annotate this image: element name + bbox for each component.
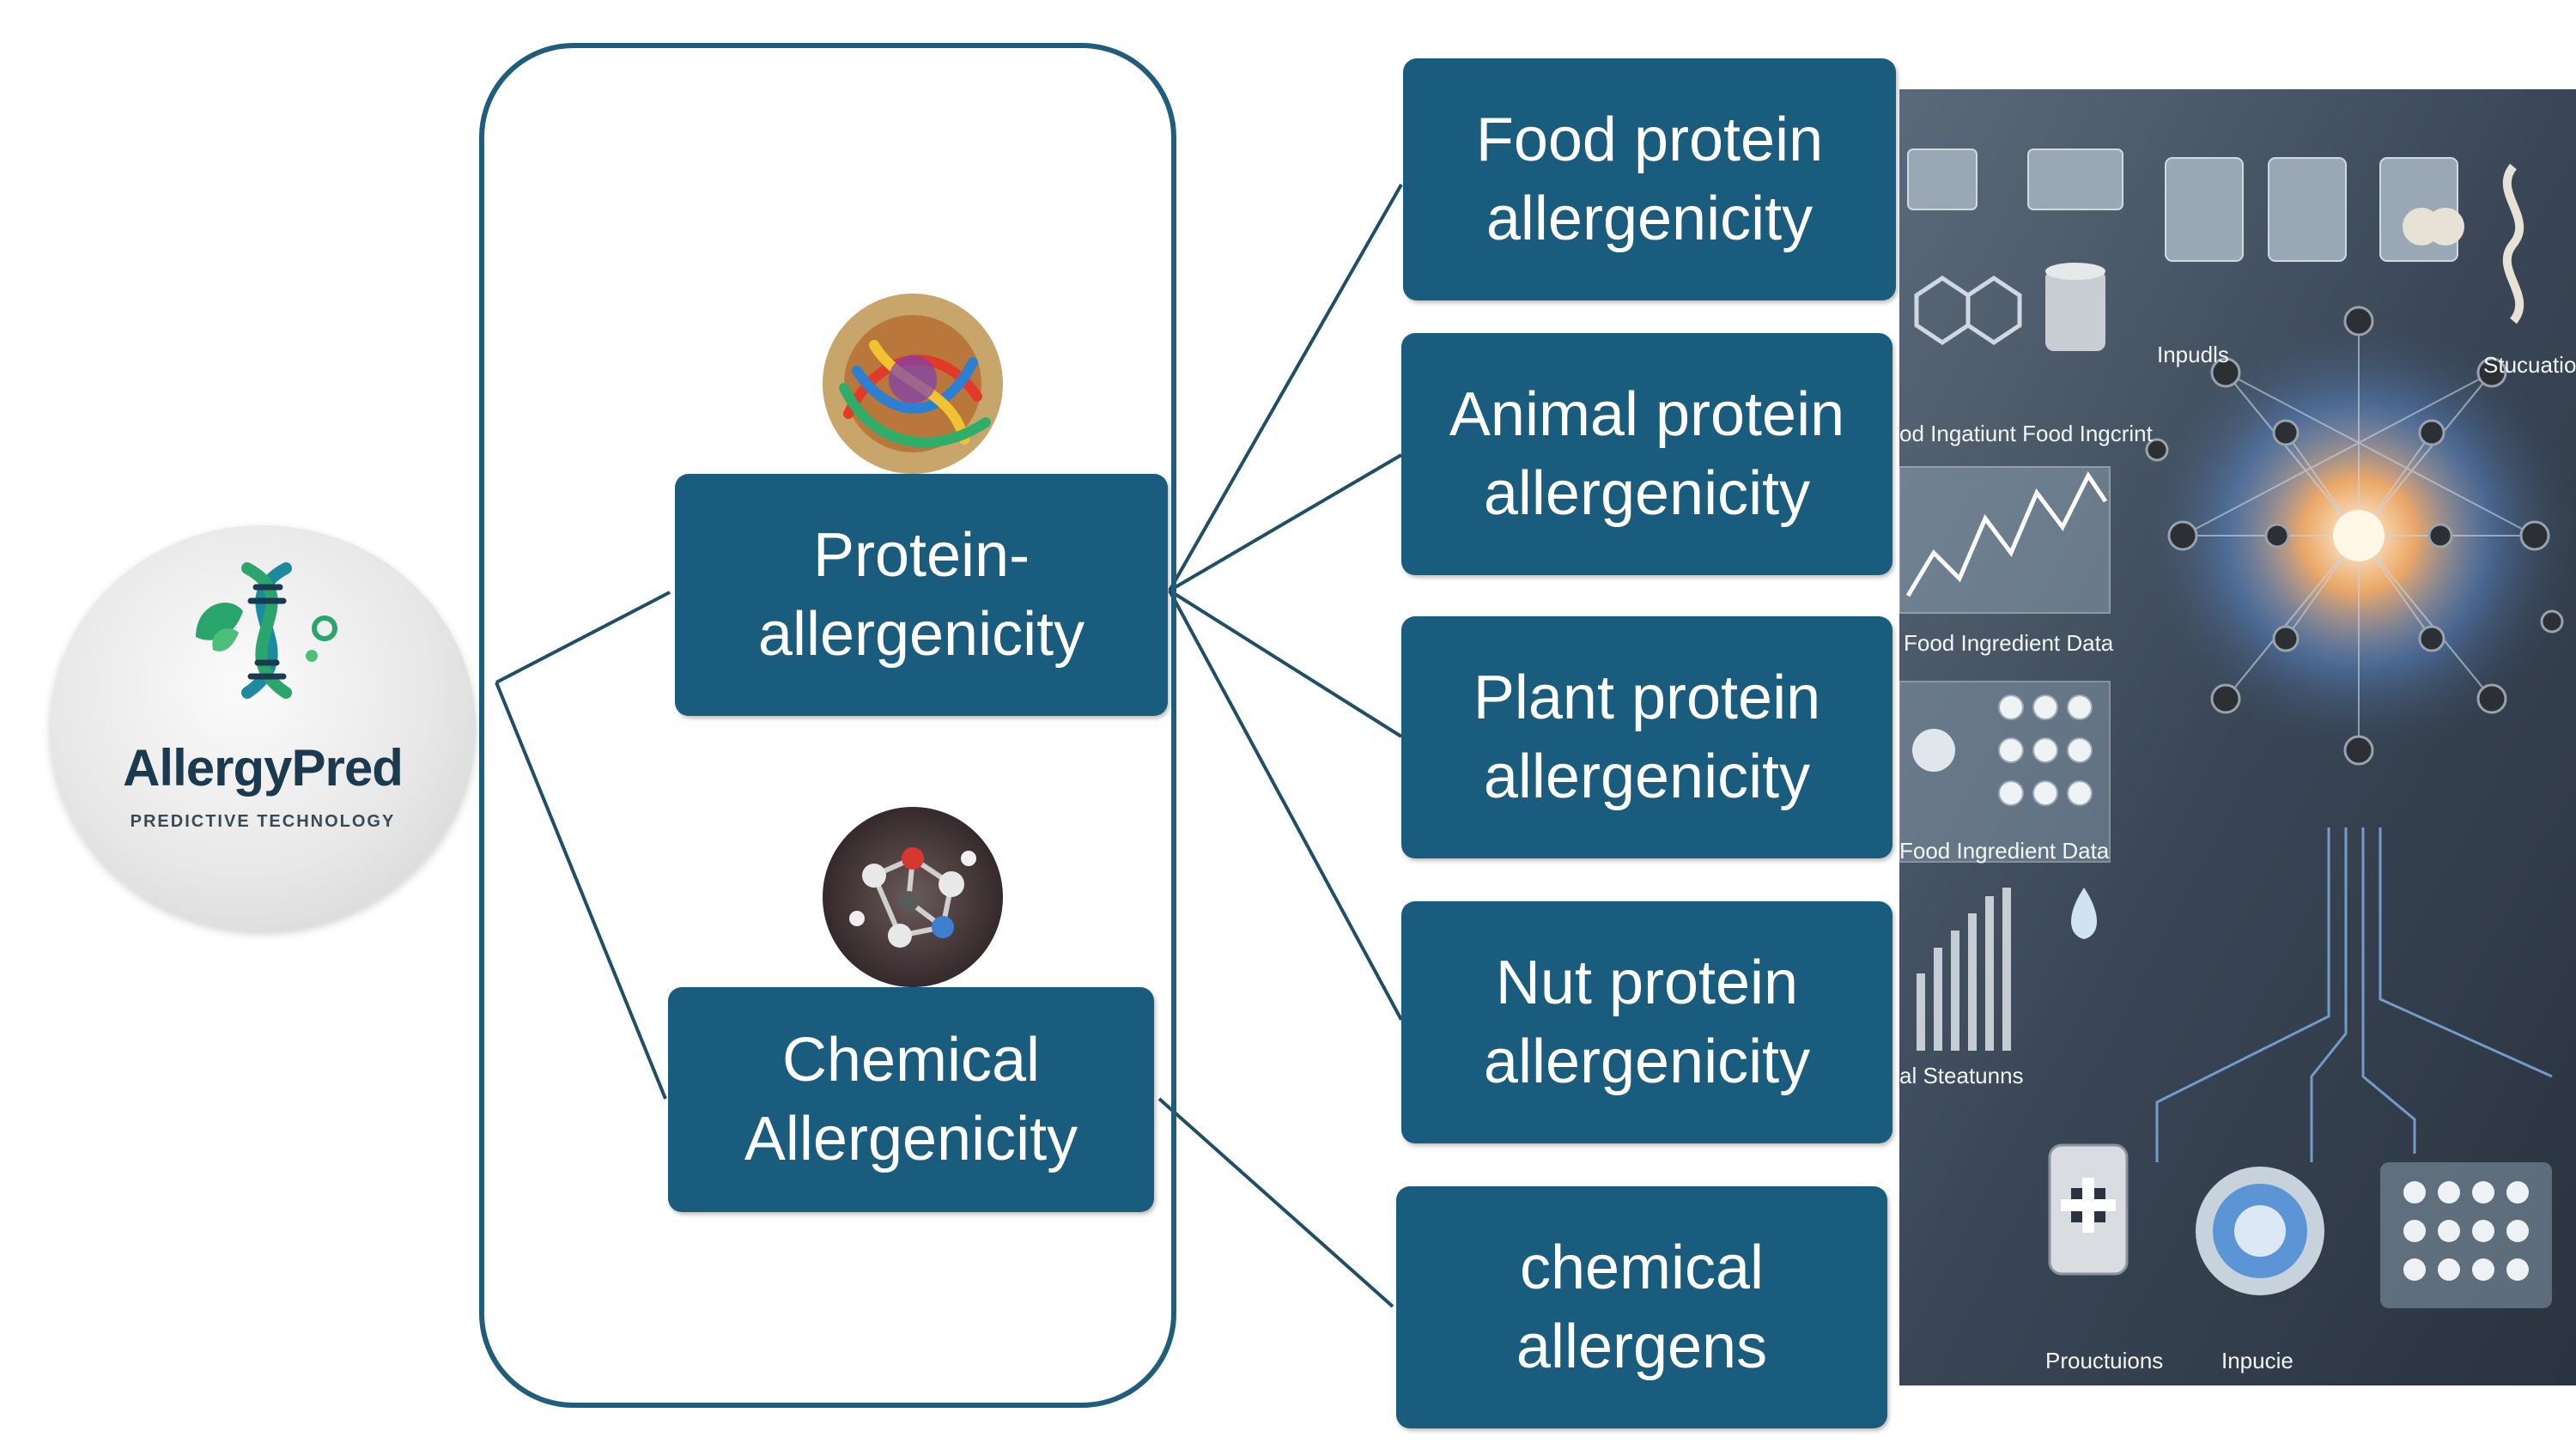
panel-label: Prouctuions <box>2045 1348 2163 1373</box>
neural-network-illustration: od Ingatiunt Food Ingcrint Inpudls Stucu… <box>1899 89 2576 1385</box>
logo-brand-name: AllergyPred <box>123 739 404 797</box>
outcome-animal-protein: Animal protein allergenicity <box>1401 333 1893 575</box>
panel-label: Food Ingredient Data <box>1904 630 2114 656</box>
logo-tagline: PREDICTIVE TECHNOLOGY <box>130 812 396 831</box>
connector-chemical-allergens <box>1157 1097 1394 1308</box>
category-protein-label: Protein- allergenicity <box>757 520 1085 669</box>
category-chemical-label: Chemical Allergenicity <box>744 1025 1078 1173</box>
outcome-nut-protein: Nut protein allergenicity <box>1401 901 1893 1143</box>
panel-label: Food Ingredient Data <box>1899 838 2110 864</box>
panel-label: Stucuation <box>2483 352 2576 378</box>
connector-protein-animal <box>1168 453 1403 592</box>
outcome-label: chemical allergens <box>1516 1233 1768 1381</box>
connector-protein-plant <box>1168 589 1403 738</box>
molecule-icon <box>823 807 1003 987</box>
panel-label: al Steatunns <box>1899 1063 2024 1088</box>
outcome-label: Plant protein allergenicity <box>1473 663 1821 811</box>
panel-label: Inpudls <box>2157 342 2229 367</box>
allergypred-logo: AllergyPred PREDICTIVE TECHNOLOGY <box>50 525 476 931</box>
dna-leaf-icon <box>196 562 337 699</box>
connector-protein-food <box>1168 184 1403 591</box>
category-protein-allergenicity: Protein- allergenicity <box>675 474 1168 716</box>
outcome-plant-protein: Plant protein allergenicity <box>1401 616 1893 858</box>
connector-logo-protein <box>495 591 671 684</box>
panel-label: Inpucie <box>2221 1348 2293 1373</box>
connector-protein-nut <box>1168 590 1403 1021</box>
outcome-label: Nut protein allergenicity <box>1483 948 1811 1096</box>
connector-logo-chemical <box>495 682 667 1100</box>
outcome-food-protein: Food protein allergenicity <box>1403 58 1896 300</box>
outcome-label: Animal protein allergenicity <box>1449 379 1845 528</box>
panel-label: od Ingatiunt Food Ingcrint <box>1899 421 2154 446</box>
category-group-frame <box>479 43 1176 1408</box>
outcome-chemical-allergens: chemical allergens <box>1396 1186 1887 1428</box>
outcome-label: Food protein allergenicity <box>1475 105 1824 253</box>
category-chemical-allergenicity: Chemical Allergenicity <box>668 987 1154 1212</box>
protein-structure-icon <box>823 294 1003 474</box>
